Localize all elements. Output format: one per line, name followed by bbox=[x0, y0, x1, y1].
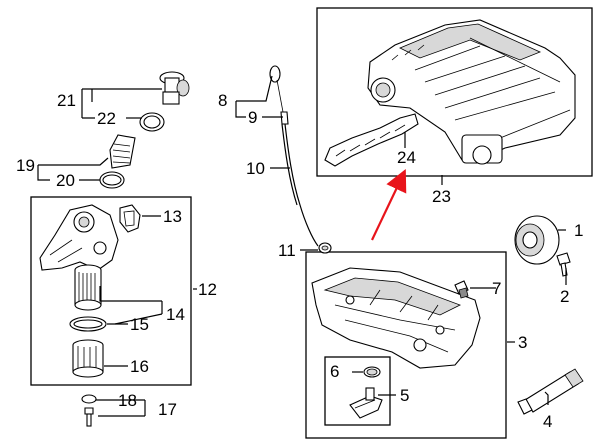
callout-11: 11 bbox=[278, 241, 296, 260]
callout-20: 20 bbox=[56, 171, 75, 190]
drain-plug bbox=[454, 280, 469, 299]
callout-14: 14 bbox=[166, 305, 185, 324]
dipstick-tube-seal bbox=[318, 242, 332, 254]
callout-1: 1 bbox=[574, 221, 583, 240]
oil-level-sensor bbox=[349, 387, 383, 419]
oil-filter-housing bbox=[39, 204, 119, 271]
callout-7: 7 bbox=[492, 279, 501, 298]
callout-12: 12 bbox=[198, 280, 217, 299]
callout-9: 9 bbox=[248, 108, 257, 127]
callout-8: 8 bbox=[218, 91, 227, 110]
gasket-location-arrow bbox=[371, 169, 407, 241]
callout-23: 23 bbox=[432, 187, 451, 206]
callout-22: 22 bbox=[97, 109, 116, 128]
callout-13: 13 bbox=[163, 207, 182, 226]
callout-18: 18 bbox=[118, 391, 137, 410]
cooler-seal bbox=[99, 171, 125, 189]
oil-pan bbox=[311, 267, 481, 369]
oil-cooler bbox=[109, 134, 136, 169]
oil-separator-breather bbox=[159, 71, 190, 105]
filter-cap-seal bbox=[69, 316, 107, 332]
breather-seal bbox=[139, 112, 165, 132]
callout-5: 5 bbox=[400, 386, 409, 405]
callout-10: 10 bbox=[246, 159, 265, 178]
callout-6: 6 bbox=[330, 362, 339, 381]
oil-pan-group-box bbox=[305, 251, 507, 439]
pulley-bolt bbox=[556, 252, 571, 277]
callout-2: 2 bbox=[560, 287, 569, 306]
intake-gasket bbox=[324, 113, 419, 167]
callout-17: 17 bbox=[158, 400, 177, 419]
crankshaft-pulley bbox=[514, 215, 560, 265]
sealant-tube bbox=[517, 368, 584, 415]
oil-dipstick bbox=[269, 65, 319, 247]
callout-21: 21 bbox=[57, 91, 76, 110]
sensor-seal bbox=[363, 366, 381, 378]
callout-4: 4 bbox=[543, 412, 552, 431]
intake-manifold-group-box bbox=[316, 7, 593, 177]
filter-housing-gasket bbox=[119, 204, 141, 233]
housing-washer bbox=[81, 394, 97, 404]
callout-15: 15 bbox=[130, 315, 149, 334]
callout-3: 3 bbox=[518, 333, 527, 352]
callout-19: 19 bbox=[16, 156, 35, 175]
oil-filter-cap bbox=[72, 339, 104, 378]
intake-manifold bbox=[367, 19, 576, 165]
oil-level-sensor-group-box bbox=[324, 356, 391, 426]
oil-filter-element bbox=[74, 264, 102, 311]
callout-16: 16 bbox=[130, 357, 149, 376]
callout-24: 24 bbox=[397, 148, 416, 167]
oil-filter-housing-group-box bbox=[30, 196, 192, 386]
housing-bolt bbox=[84, 407, 94, 427]
